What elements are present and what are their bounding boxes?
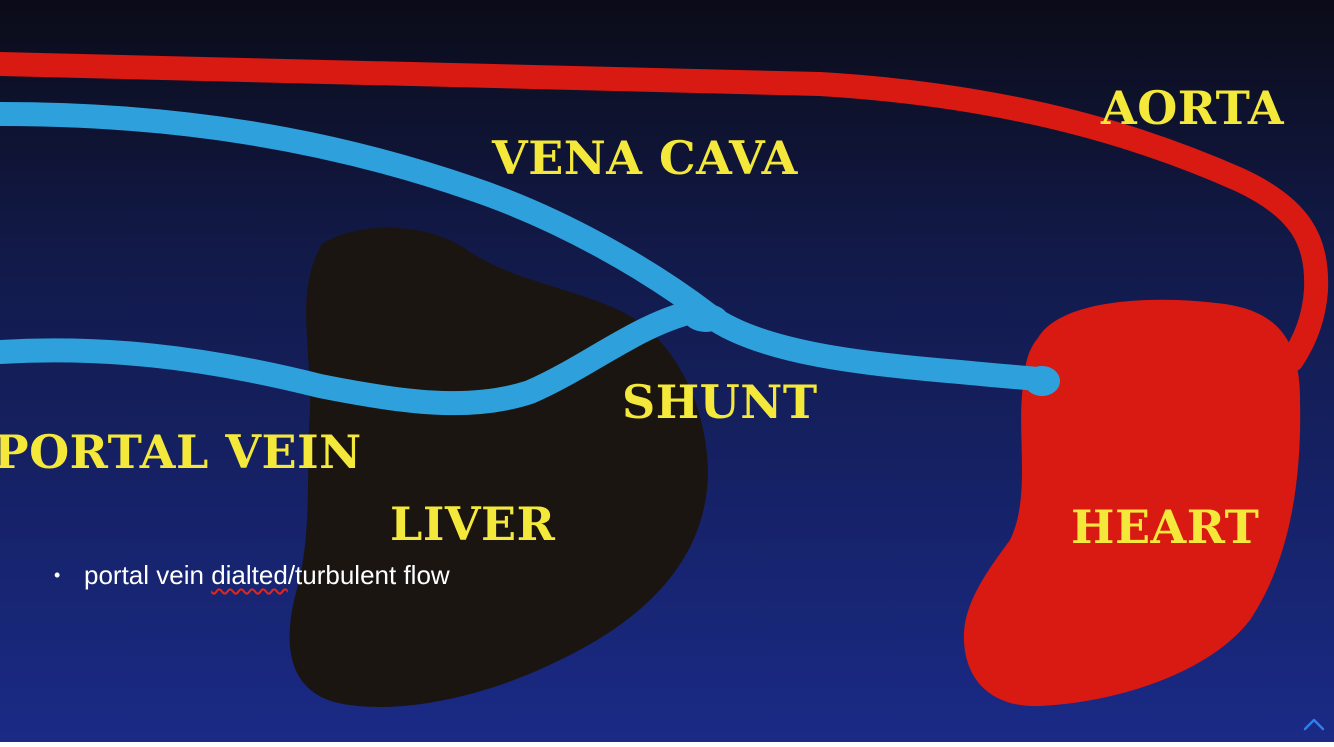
chevron-up-icon[interactable] xyxy=(1302,714,1326,732)
shunt-junction xyxy=(684,304,728,332)
label-portal-vein: PORTAL VEIN xyxy=(0,425,362,479)
bullet-text-end: /turbulent flow xyxy=(287,560,450,590)
label-liver: LIVER xyxy=(390,497,556,551)
heart-shape xyxy=(963,299,1301,707)
bottom-border xyxy=(0,742,1334,747)
bullet-point: • portal vein dialted/turbulent flow xyxy=(54,558,450,592)
bullet-dot: • xyxy=(54,565,61,585)
label-shunt: SHUNT xyxy=(622,375,818,429)
misspelled-word[interactable]: dialted xyxy=(211,560,288,590)
portal-vein-vessel xyxy=(0,298,712,416)
label-heart: HEART xyxy=(1071,500,1259,554)
aorta-vessel xyxy=(0,52,1329,372)
bullet-text-start: portal vein xyxy=(84,560,212,590)
vena-cava-terminal xyxy=(1024,366,1060,396)
label-vena-cava: VENA CAVA xyxy=(491,131,799,185)
label-aorta: AORTA xyxy=(1100,81,1285,135)
vena-cava-vessel xyxy=(0,102,1058,392)
